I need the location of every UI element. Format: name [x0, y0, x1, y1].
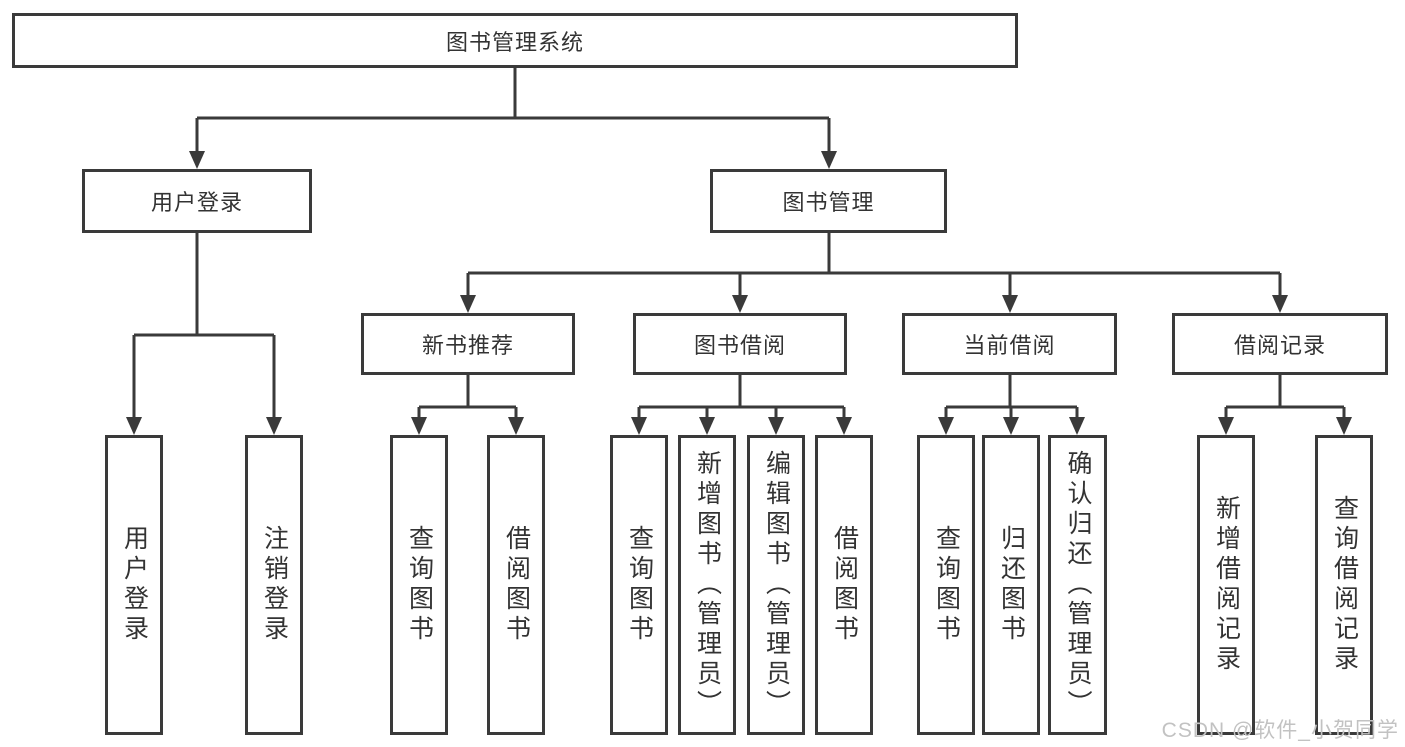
node-borrow-records: 借阅记录	[1172, 313, 1388, 375]
leaf-borrow-books-recommend: 借阅图书	[487, 435, 545, 735]
node-user-login-branch: 用户登录	[82, 169, 312, 233]
leaf-confirm-return-admin: 确认归还（管理员）	[1048, 435, 1107, 735]
leaf-query-books-borrow: 查询图书	[610, 435, 668, 735]
leaf-add-borrow-record: 新增借阅记录	[1197, 435, 1255, 735]
leaf-user-login: 用户登录	[105, 435, 163, 735]
leaf-logout-login: 注销登录	[245, 435, 303, 735]
node-new-book-recommend: 新书推荐	[361, 313, 575, 375]
leaf-query-borrow-record: 查询借阅记录	[1315, 435, 1373, 735]
csdn-watermark: CSDN @软件_小贺同学	[1161, 719, 1399, 742]
leaf-borrow-books: 借阅图书	[815, 435, 873, 735]
node-current-borrow: 当前借阅	[902, 313, 1117, 375]
leaf-query-books-recommend: 查询图书	[390, 435, 448, 735]
node-book-management: 图书管理	[710, 169, 947, 233]
node-book-borrow: 图书借阅	[633, 313, 847, 375]
node-library-system: 图书管理系统	[12, 13, 1018, 68]
leaf-query-books-current: 查询图书	[917, 435, 975, 735]
leaf-edit-books-admin: 编辑图书（管理员）	[747, 435, 805, 735]
leaf-add-books-admin: 新增图书（管理员）	[678, 435, 736, 735]
leaf-return-books: 归还图书	[982, 435, 1040, 735]
